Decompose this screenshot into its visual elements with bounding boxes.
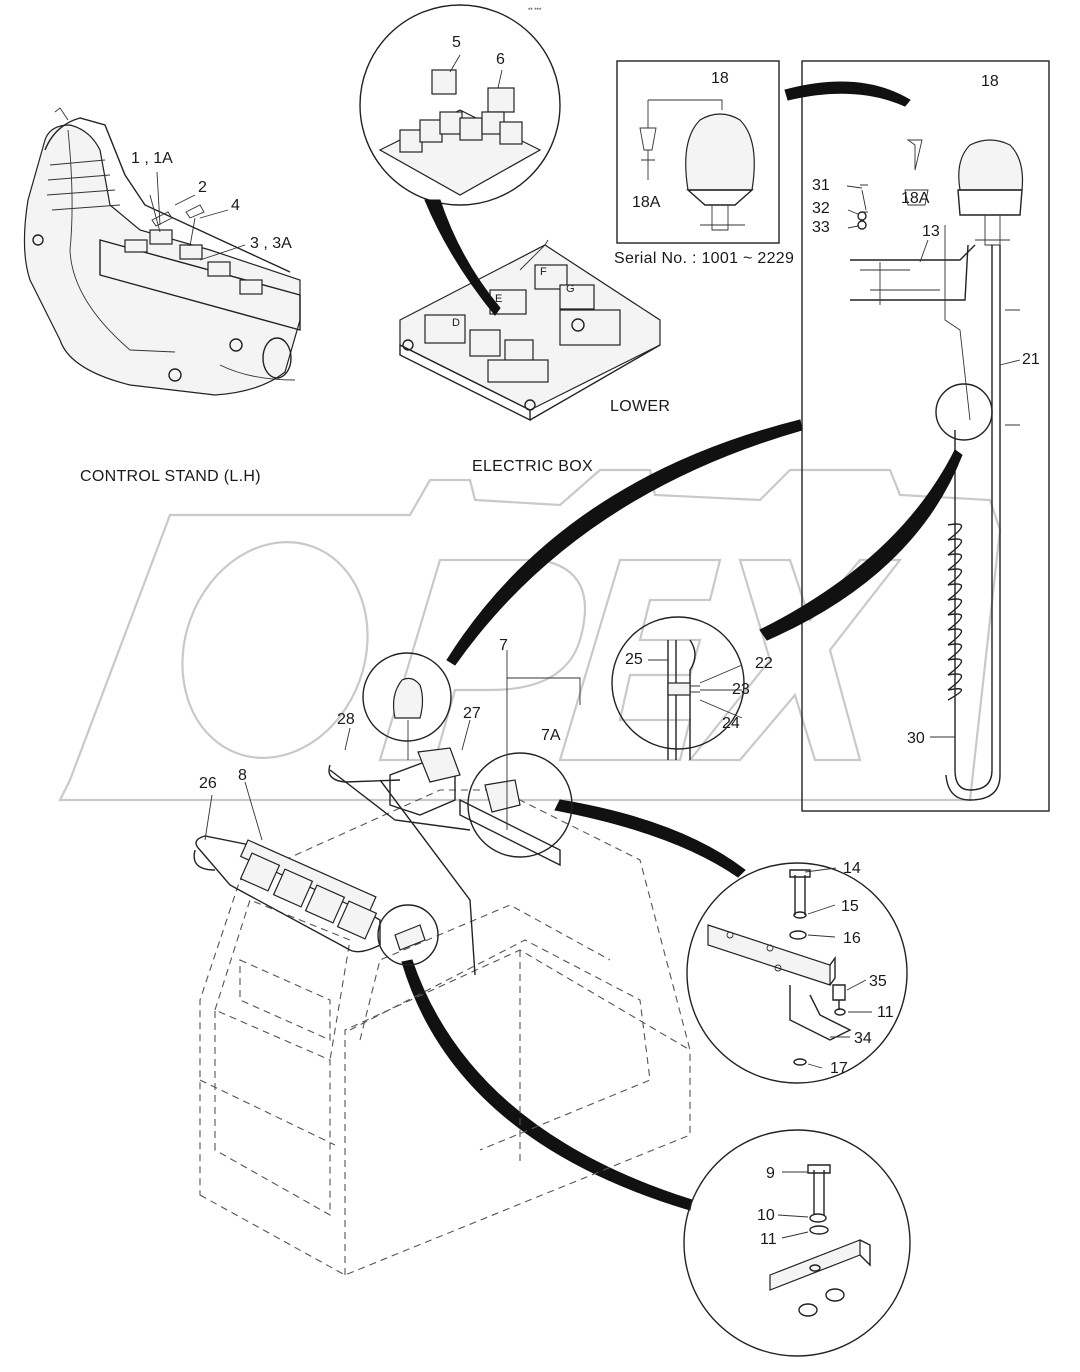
caption-serial: Serial No. : 1001 ~ 2229 (614, 250, 794, 267)
callout-13: 13 (922, 223, 940, 240)
callout-22: 22 (755, 655, 773, 672)
control-stand-drawing (23, 107, 301, 396)
caption-electric-box: ELECTRIC BOX (472, 458, 593, 475)
callout-5: 5 (452, 34, 461, 51)
mast-detail-panel (801, 60, 1050, 812)
electric-box-drawing (399, 239, 661, 422)
box-letter-g: G (566, 283, 575, 295)
box-letter-e: E (495, 293, 502, 305)
callout-11: 11 (760, 1231, 777, 1248)
callout-30: 30 (907, 730, 925, 747)
roof-light-assembly (193, 652, 573, 976)
callout-33: 33 (812, 219, 830, 236)
callout-32: 32 (812, 200, 830, 217)
callout-6: 6 (496, 51, 505, 68)
callout-18A: 18A (632, 194, 661, 211)
callout-27: 27 (463, 705, 481, 722)
callout-35: 35 (869, 973, 887, 990)
callout-34: 34 (854, 1030, 872, 1047)
callout-1-1A: 1 , 1A (131, 150, 173, 167)
switch-1 (149, 229, 173, 245)
box-letter-f: F (540, 266, 547, 278)
callout-18: 18 (981, 73, 999, 90)
caption-control-stand: CONTROL STAND (L.H) (80, 468, 261, 485)
leader-arcs (401, 81, 963, 1211)
callout-10: 10 (757, 1207, 775, 1224)
callout-4: 4 (231, 197, 240, 214)
bracket-detail-lower (683, 1129, 911, 1357)
coiled-cable (947, 523, 963, 701)
bracket-detail-upper (686, 862, 908, 1084)
callout-3-3A: 3 , 3A (250, 235, 292, 252)
cab-outline (199, 789, 691, 1276)
callout-28: 28 (337, 711, 355, 728)
callout-23: 23 (732, 681, 750, 698)
watermark-logo (58, 468, 1002, 802)
leader-lines (156, 54, 1021, 1239)
callout-8: 8 (238, 767, 247, 784)
callout-7: 7 (499, 637, 508, 654)
callout-17: 17 (830, 1060, 848, 1077)
callout-31: 31 (812, 177, 830, 194)
electric-box-letters: D E F G (452, 266, 575, 329)
box-letter-d: D (452, 317, 460, 329)
callout-18A: 18A (901, 190, 930, 207)
clamp-detail (611, 616, 745, 760)
switch-3 (179, 244, 203, 260)
callout-11: 11 (877, 1004, 894, 1021)
callout-26: 26 (199, 775, 217, 792)
callout-2: 2 (198, 179, 207, 196)
header-mark: ** *** (528, 8, 542, 14)
caption-lower: LOWER (610, 398, 670, 415)
callout-9: 9 (766, 1165, 775, 1182)
callout-16: 16 (843, 930, 861, 947)
callout-15: 15 (841, 898, 859, 915)
beacon-inset (616, 60, 780, 244)
callout-18: 18 (711, 70, 729, 87)
callout-25: 25 (625, 651, 643, 668)
relay-detail-circle (359, 4, 561, 316)
callout-14: 14 (843, 860, 861, 877)
callout-21: 21 (1022, 351, 1040, 368)
callout-7A: 7A (541, 727, 561, 744)
callout-24: 24 (722, 715, 740, 732)
